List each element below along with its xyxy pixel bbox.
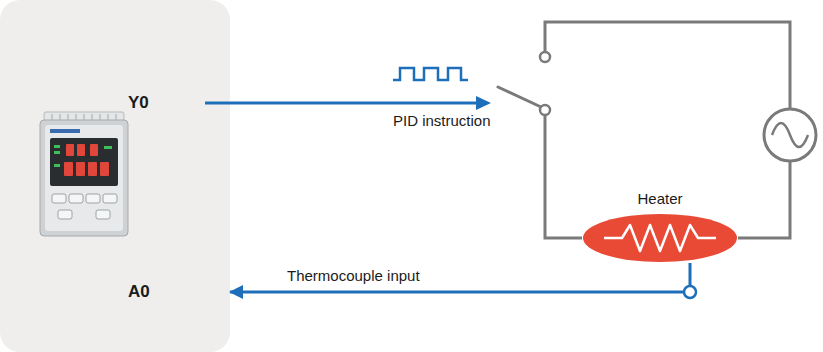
controller-panel: Y0A0: [0, 0, 230, 352]
pid-output-arrow: [205, 68, 491, 110]
controller-panel-ground: [0, 0, 230, 352]
pulse-waveform: [393, 68, 468, 80]
text-slot: Thermocouple input: [285, 267, 422, 284]
signal-connector: [230, 263, 690, 292]
display-segments-red: [64, 144, 109, 176]
heater-shape: [582, 213, 738, 263]
text-slot: A0: [128, 282, 150, 302]
circuit-wire: [545, 22, 790, 109]
circuit-wire: [738, 161, 790, 238]
signal-label: Thermocouple input: [285, 267, 422, 284]
controller-vents: [52, 114, 116, 120]
output-line: [205, 102, 478, 105]
controller-body: [40, 120, 128, 236]
switch-contact: [540, 105, 550, 115]
controller-face: [45, 125, 123, 231]
heater-element: Heater: [582, 190, 738, 263]
heater-label: Heater: [582, 190, 738, 207]
resistor-symbol: [604, 225, 716, 251]
signal-label: PID instruction: [393, 112, 491, 129]
switch-lever: [498, 87, 541, 107]
brand-mark: [50, 129, 80, 133]
heater-body: [583, 214, 737, 262]
output-arrowhead: [476, 96, 491, 110]
controller-display: [50, 138, 118, 186]
heater-circuit: [498, 22, 816, 238]
pin-name: Y0: [128, 93, 149, 113]
ac-source-symbol: [764, 109, 816, 161]
controller-buttons: [52, 194, 117, 219]
heater-outline: [582, 213, 738, 263]
thermocouple-probe: [684, 286, 696, 298]
temperature-controller: [40, 112, 128, 236]
circuit-wire: [545, 115, 582, 238]
ac-sine: [772, 123, 808, 147]
text-slot: PID instruction: [393, 112, 491, 129]
pin-name: A0: [128, 282, 150, 302]
switch-contact: [540, 52, 550, 62]
display-indicators-green: [54, 145, 112, 167]
text-slot: Y0: [128, 93, 149, 113]
